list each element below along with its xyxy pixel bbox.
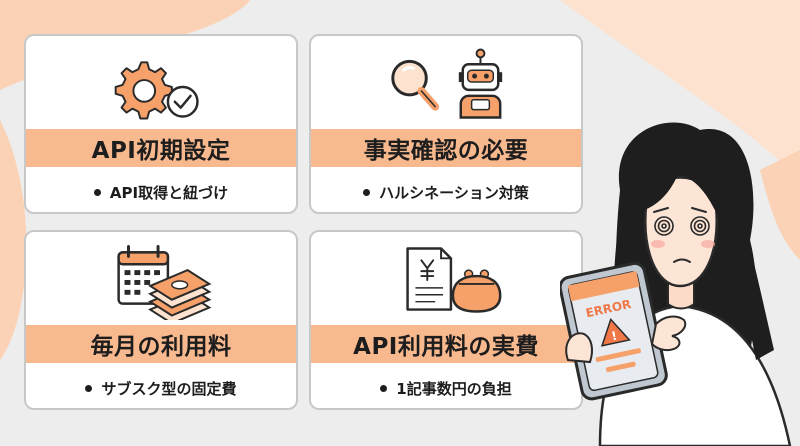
invoice-yen-icon: [406, 247, 453, 311]
card-api-cost: API利用料の実費 1記事数円の負担: [309, 230, 583, 410]
woman-with-tablet-illustration: ERROR !: [560, 122, 792, 446]
bullet-dot: [363, 188, 371, 196]
card-title: API利用料の実費: [311, 325, 581, 363]
card-icon-group: [391, 48, 503, 119]
card-icon-group: [114, 61, 199, 120]
card-title: 毎月の利用料: [26, 325, 296, 363]
card-fact-check: 事実確認の必要 ハルシネーション対策: [309, 34, 583, 214]
card-icon-group: [117, 245, 212, 320]
magnifier-icon: [391, 59, 440, 111]
dizzy-eyes: [654, 216, 710, 236]
gear-icon: [114, 61, 173, 120]
coin-purse-icon: [451, 269, 502, 313]
bullet-dot: [380, 384, 388, 392]
check-circle-icon: [166, 85, 199, 118]
bullet-dot: [93, 188, 101, 196]
card-bullet: サブスク型の固定費: [26, 372, 296, 404]
card-bullet-text: サブスク型の固定費: [101, 379, 237, 398]
card-bullet: API取得と紐づけ: [26, 176, 296, 208]
card-bullet-text: ハルシネーション対策: [379, 183, 529, 202]
card-title: 事実確認の必要: [311, 129, 581, 167]
bullet-dot: [85, 384, 93, 392]
card-icon-group: [406, 247, 502, 313]
card-api-setup: API初期設定 API取得と紐づけ: [24, 34, 298, 214]
card-bullet-text: API取得と紐づけ: [109, 183, 229, 202]
card-monthly-fee: 毎月の利用料 サブスク型の固定費: [24, 230, 298, 410]
warning-icon: [600, 317, 631, 347]
tablet: ERROR !: [560, 261, 668, 401]
svg-text:!: !: [610, 329, 618, 344]
card-title: API初期設定: [26, 129, 296, 167]
robot-icon: [458, 48, 503, 119]
card-bullet: ハルシネーション対策: [311, 176, 581, 208]
card-bullet: 1記事数円の負担: [311, 372, 581, 404]
card-bullet-text: 1記事数円の負担: [396, 379, 512, 398]
cash-stack-icon: [148, 269, 212, 320]
